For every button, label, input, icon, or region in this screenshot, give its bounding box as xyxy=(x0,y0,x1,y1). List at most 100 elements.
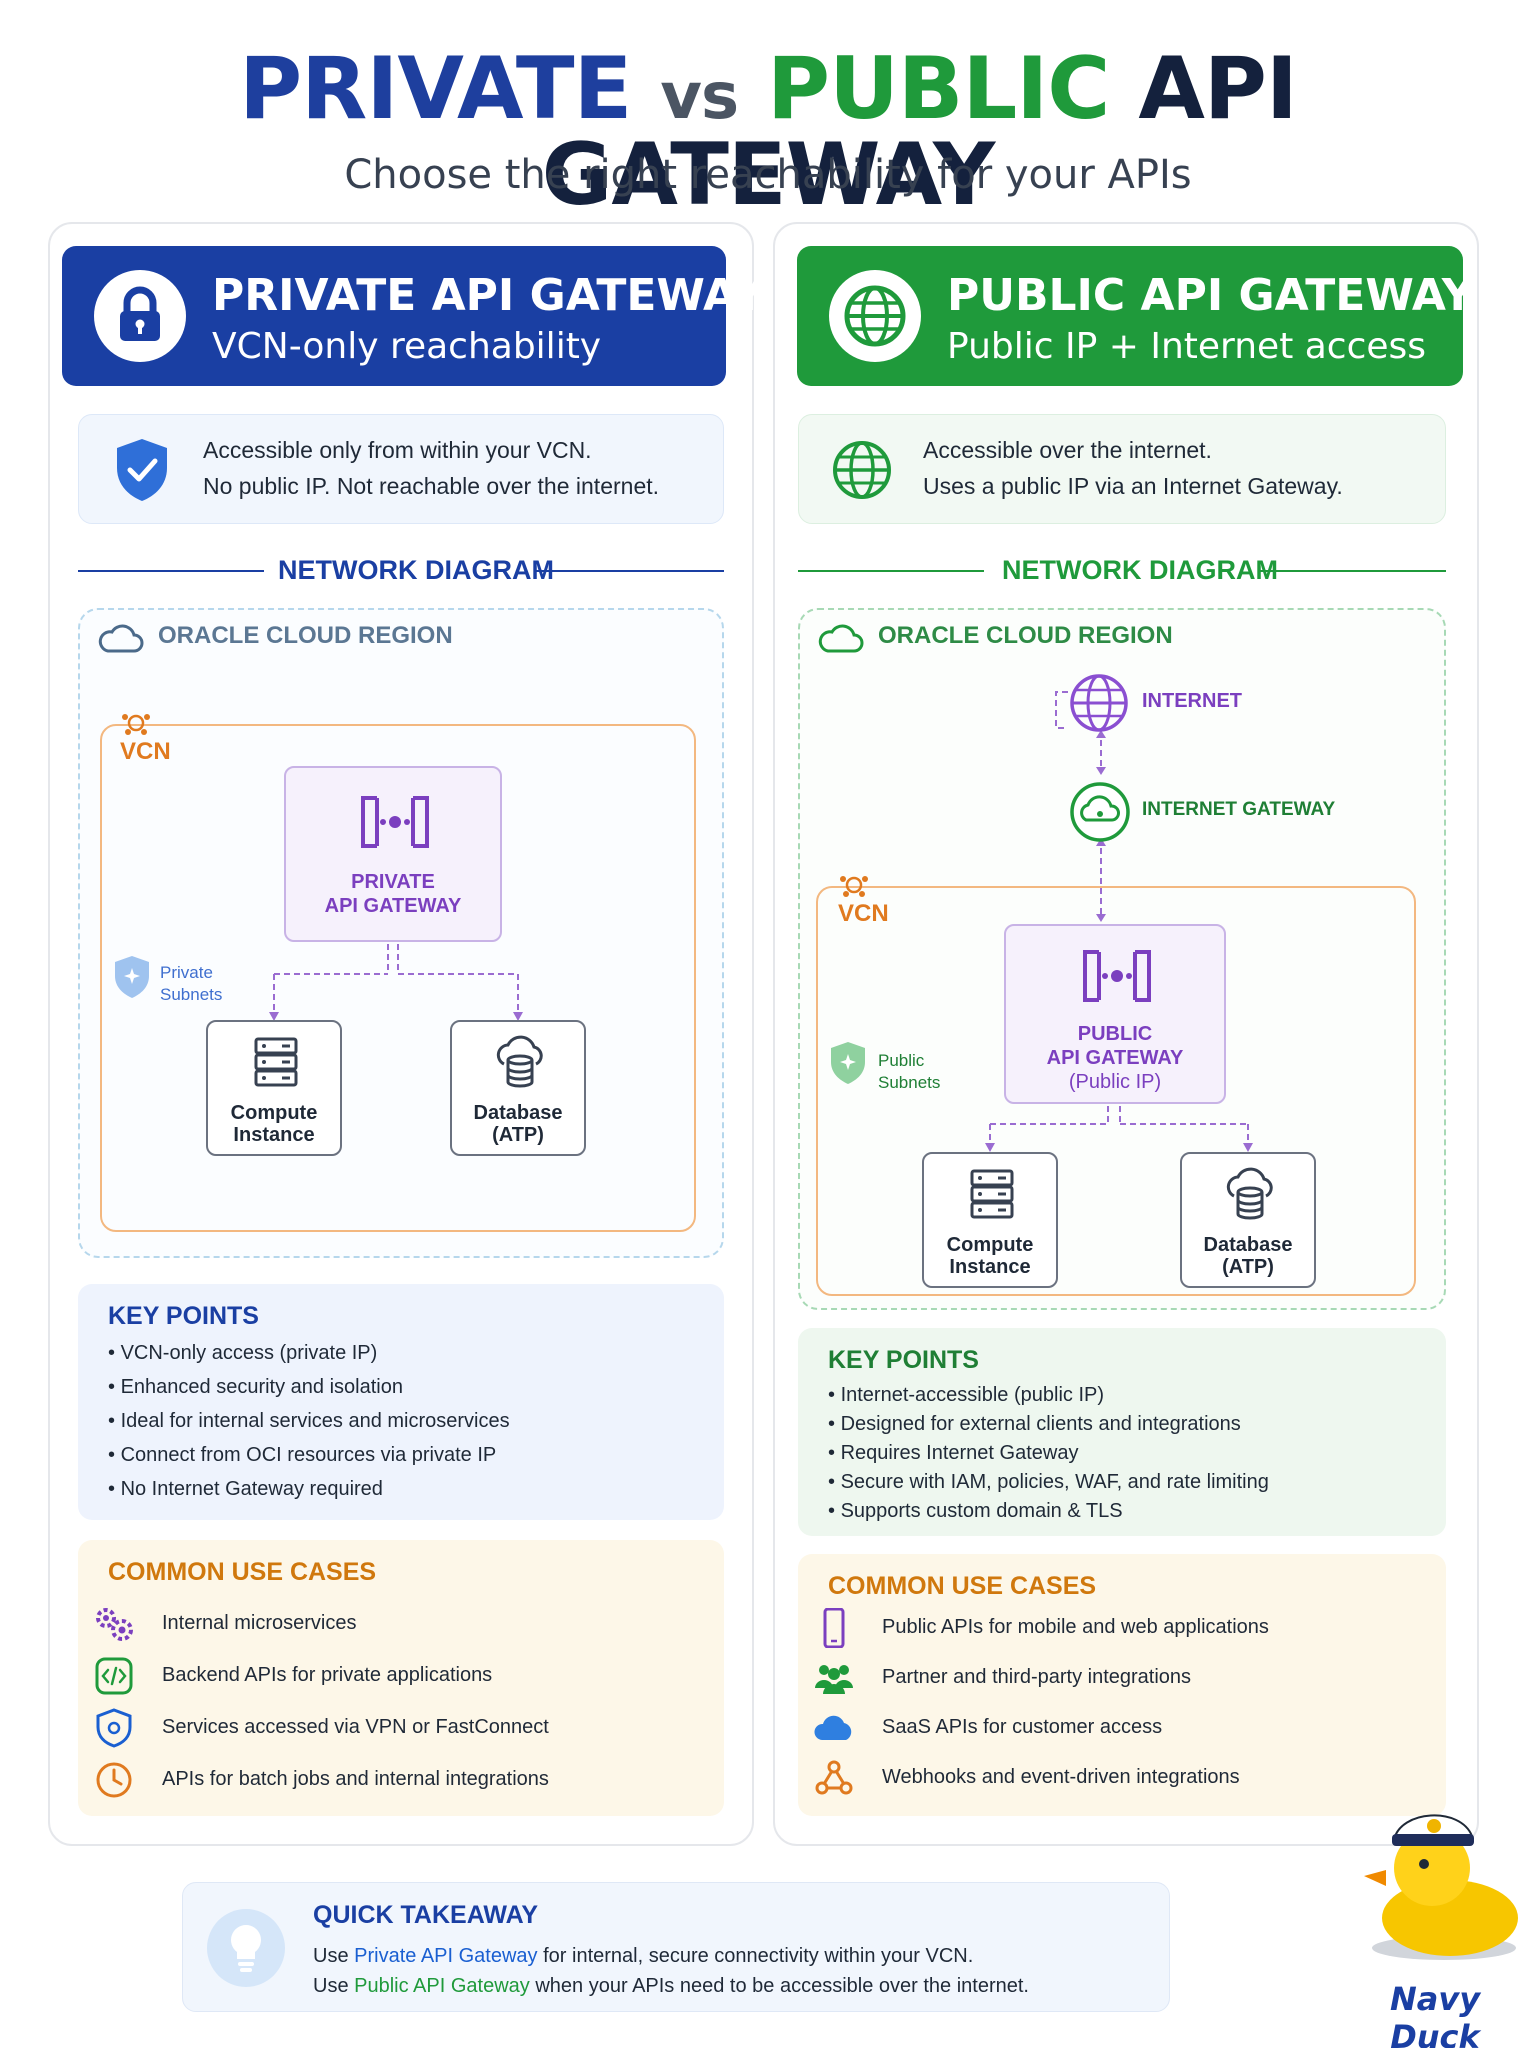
private-vcn-label: VCN xyxy=(120,738,171,765)
private-database: Database (ATP) xyxy=(450,1020,586,1156)
private-subnet-line1: Private xyxy=(160,963,213,982)
webhook-icon xyxy=(815,1760,853,1795)
list-item: • VCN-only access (private IP) xyxy=(108,1342,378,1364)
list-item: • Requires Internet Gateway xyxy=(828,1442,1079,1464)
private-use-cases: COMMON USE CASES Internal microservices … xyxy=(78,1540,724,1816)
public-database: Database (ATP) xyxy=(1180,1152,1316,1288)
shield-icon xyxy=(96,1708,132,1748)
public-header: PUBLIC API GATEWAY Public IP + Internet … xyxy=(797,246,1474,386)
takeaway-line1: Use Private API Gateway for internal, se… xyxy=(313,1945,974,1967)
use-case-label: APIs for batch jobs and internal integra… xyxy=(162,1768,549,1790)
quick-takeaway: QUICK TAKEAWAY Use Private API Gateway f… xyxy=(182,1882,1170,2012)
public-api-gateway-highlight: Public API Gateway xyxy=(354,1975,530,1997)
list-item: Services accessed via VPN or FastConnect xyxy=(92,1706,712,1750)
title-private: PRIVATE xyxy=(239,39,632,139)
list-item: Partner and third-party integrations xyxy=(812,1656,1432,1700)
public-info-box: Accessible over the internet. Uses a pub… xyxy=(798,414,1446,524)
server-icon xyxy=(254,1037,298,1087)
use-case-label: Webhooks and event-driven integrations xyxy=(882,1766,1240,1788)
public-compute-instance: Compute Instance xyxy=(922,1152,1058,1288)
public-info-line1: Accessible over the internet. xyxy=(923,437,1212,463)
private-database-line1: Database xyxy=(473,1102,563,1124)
cloud-icon xyxy=(818,624,864,653)
gears-icon xyxy=(96,1608,133,1641)
clock-icon xyxy=(96,1762,132,1798)
navy-duck-mascot xyxy=(1364,1814,1518,1960)
use-case-label: Partner and third-party integrations xyxy=(882,1666,1192,1688)
use-case-label: SaaS APIs for customer access xyxy=(882,1716,1163,1738)
database-cloud-icon xyxy=(1226,1167,1273,1220)
private-api-gateway-highlight: Private API Gateway xyxy=(354,1945,538,1967)
public-region-label: ORACLE CLOUD REGION xyxy=(878,622,1173,649)
page-subtitle: Choose the right reachability for your A… xyxy=(344,152,1192,198)
private-header: PRIVATE API GATEWAY VCN-only reachabilit… xyxy=(62,246,765,386)
title-vs: vs xyxy=(660,60,739,134)
shield-icon xyxy=(831,1042,865,1084)
private-info-line1: Accessible only from within your VCN. xyxy=(203,437,592,463)
internet-label: INTERNET xyxy=(1142,690,1242,712)
api-gateway-icon xyxy=(1083,950,1151,1002)
public-subnet-line1: Public xyxy=(878,1051,925,1070)
list-item: APIs for batch jobs and internal integra… xyxy=(92,1758,712,1802)
public-use-cases-title: COMMON USE CASES xyxy=(828,1572,1097,1600)
title-public: PUBLIC xyxy=(767,39,1110,139)
private-info-line2: No public IP. Not reachable over the int… xyxy=(203,473,660,499)
cloud-icon xyxy=(98,624,144,653)
lightbulb-icon xyxy=(207,1909,285,1987)
private-use-cases-title: COMMON USE CASES xyxy=(108,1558,377,1586)
public-info-line2: Uses a public IP via an Internet Gateway… xyxy=(923,473,1343,499)
globe-icon xyxy=(829,435,895,505)
vcn-icon xyxy=(840,876,868,897)
private-info-box: Accessible only from within your VCN. No… xyxy=(78,414,724,524)
title-api-gateway: API GATEWAY xyxy=(541,39,1298,225)
public-subnet-line2: Subnets xyxy=(878,1073,941,1092)
list-item: • No Internet Gateway required xyxy=(108,1478,383,1500)
list-item: • Enhanced security and isolation xyxy=(108,1376,403,1398)
public-vcn xyxy=(816,886,1416,1296)
people-icon xyxy=(815,1665,853,1694)
list-item: • Designed for external clients and inte… xyxy=(828,1413,1241,1435)
takeaway-title: QUICK TAKEAWAY xyxy=(313,1901,539,1929)
takeaway-line2: Use Public API Gateway when your APIs ne… xyxy=(313,1975,1029,1997)
database-cloud-icon xyxy=(496,1035,543,1088)
private-key-points-title: KEY POINTS xyxy=(108,1302,259,1330)
vcn-icon xyxy=(122,714,150,735)
private-database-line2: (ATP) xyxy=(492,1124,544,1146)
private-header-title: PRIVATE API GATEWAY xyxy=(212,270,765,321)
public-diagram-heading-text: NETWORK DIAGRAM xyxy=(1002,555,1278,585)
private-subnet-line2: Subnets xyxy=(160,985,223,1004)
private-api-gateway: PRIVATE API GATEWAY xyxy=(284,766,502,942)
use-case-label: Backend APIs for private applications xyxy=(162,1664,493,1686)
list-item: Webhooks and event-driven integrations xyxy=(812,1756,1432,1800)
use-case-label: Internal microservices xyxy=(162,1612,357,1634)
internet-gateway-icon xyxy=(1070,782,1130,842)
public-api-gateway: PUBLIC API GATEWAY (Public IP) xyxy=(1004,924,1226,1104)
public-compute-line1: Compute xyxy=(946,1234,1034,1256)
server-icon xyxy=(970,1169,1014,1219)
private-compute-line1: Compute xyxy=(230,1102,318,1124)
public-diagram-heading: NETWORK DIAGRAM xyxy=(798,555,1446,585)
public-key-points-title: KEY POINTS xyxy=(828,1346,979,1374)
public-header-title: PUBLIC API GATEWAY xyxy=(947,270,1474,321)
list-item: • Ideal for internal services and micros… xyxy=(108,1410,510,1432)
public-compute-line2: Instance xyxy=(949,1256,1031,1278)
private-vcn xyxy=(100,724,696,1232)
private-header-subtitle: VCN-only reachability xyxy=(212,326,602,367)
cloud-icon xyxy=(814,1715,852,1740)
internet-gateway-label: INTERNET GATEWAY xyxy=(1142,799,1336,820)
list-item: • Connect from OCI resources via private… xyxy=(108,1444,497,1466)
private-key-points: KEY POINTS • VCN-only access (private IP… xyxy=(78,1284,724,1520)
private-gateway-line2: API GATEWAY xyxy=(324,895,462,917)
private-compute-instance: Compute Instance xyxy=(206,1020,342,1156)
list-item: Backend APIs for private applications xyxy=(92,1654,712,1698)
code-icon xyxy=(95,1657,133,1695)
shield-check-icon xyxy=(109,435,175,505)
public-header-subtitle: Public IP + Internet access xyxy=(947,326,1427,367)
shield-icon xyxy=(115,956,149,998)
public-vcn-label: VCN xyxy=(838,900,889,927)
private-region-label: ORACLE CLOUD REGION xyxy=(158,622,453,649)
public-database-line1: Database xyxy=(1203,1234,1293,1256)
public-key-points: KEY POINTS • Internet-accessible (public… xyxy=(798,1328,1446,1536)
